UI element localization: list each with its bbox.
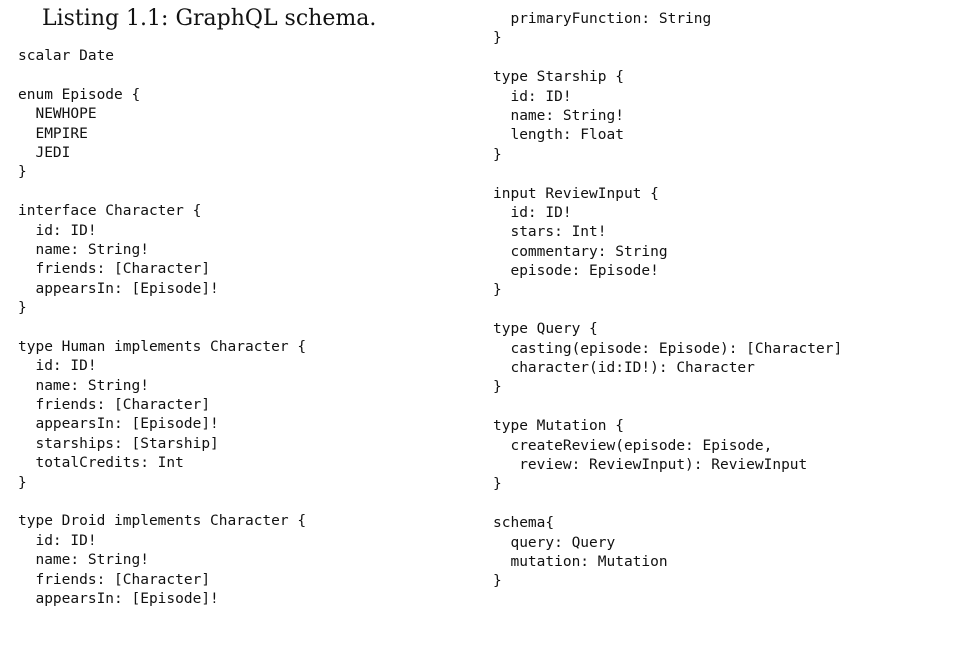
code-line: [18, 318, 306, 337]
code-line: [493, 495, 842, 514]
code-line: }: [493, 30, 502, 47]
code-line: }: [18, 164, 27, 181]
code-line: starships: [Starship]: [18, 435, 219, 452]
code-line: }: [493, 146, 502, 163]
code-line: [18, 183, 306, 202]
code-line: primaryFunction: String: [493, 11, 712, 27]
code-line: query: Query: [493, 534, 616, 551]
code-line: episode: Episode!: [493, 263, 659, 280]
code-line: id: ID!: [18, 532, 97, 549]
code-line: }: [493, 282, 502, 299]
code-column-left: scalar Date enum Episode { NEWHOPE EMPIRE…: [18, 47, 306, 609]
code-line: [493, 301, 842, 320]
code-column-right: primaryFunction: String}type Starship { …: [493, 10, 842, 592]
code-line: enum Episode {: [18, 86, 141, 103]
code-line: input ReviewInput {: [493, 185, 659, 202]
code-line: [18, 66, 306, 85]
code-line: casting(episode: Episode): [Character]: [493, 340, 843, 357]
code-line: createReview(episode: Episode,: [493, 437, 773, 454]
code-line: type Query {: [493, 321, 598, 338]
listing-caption: Listing 1.1: GraphQL schema.: [42, 6, 377, 31]
code-line: type Mutation {: [493, 418, 624, 435]
code-line: }: [18, 300, 27, 317]
code-line: schema{: [493, 515, 555, 532]
code-line: appearsIn: [Episode]!: [18, 280, 219, 297]
code-line: }: [493, 476, 502, 493]
code-line: mutation: Mutation: [493, 553, 668, 570]
code-line: name: String!: [18, 241, 149, 258]
code-line: id: ID!: [493, 88, 572, 105]
code-line: }: [493, 573, 502, 590]
code-line: JEDI: [18, 144, 71, 161]
code-line: type Human implements Character {: [18, 338, 307, 355]
code-line: name: String!: [493, 107, 624, 124]
code-line: [493, 398, 842, 417]
code-line: review: ReviewInput): ReviewInput: [493, 456, 808, 473]
code-line: id: ID!: [493, 204, 572, 221]
code-line: [493, 49, 842, 68]
code-line: appearsIn: [Episode]!: [18, 590, 219, 607]
code-line: [493, 165, 842, 184]
code-line: commentary: String: [493, 243, 668, 260]
code-line: totalCredits: Int: [18, 455, 184, 472]
code-line: }: [18, 474, 27, 491]
code-line: length: Float: [493, 127, 624, 144]
code-line: name: String!: [18, 552, 149, 569]
code-line: friends: [Character]: [18, 571, 211, 588]
code-line: friends: [Character]: [18, 261, 211, 278]
code-line: name: String!: [18, 377, 149, 394]
code-line: character(id:ID!): Character: [493, 360, 755, 377]
code-line: friends: [Character]: [18, 397, 211, 414]
code-line: interface Character {: [18, 203, 202, 220]
code-line: stars: Int!: [493, 224, 607, 241]
code-line: id: ID!: [18, 358, 97, 375]
code-line: appearsIn: [Episode]!: [18, 416, 219, 433]
code-line: [18, 493, 306, 512]
code-line: EMPIRE: [18, 125, 88, 142]
code-line: type Droid implements Character {: [18, 513, 307, 530]
code-line: id: ID!: [18, 222, 97, 239]
code-line: }: [493, 379, 502, 396]
code-line: type Starship {: [493, 69, 624, 86]
code-line: scalar Date: [18, 48, 115, 64]
code-line: NEWHOPE: [18, 106, 97, 123]
